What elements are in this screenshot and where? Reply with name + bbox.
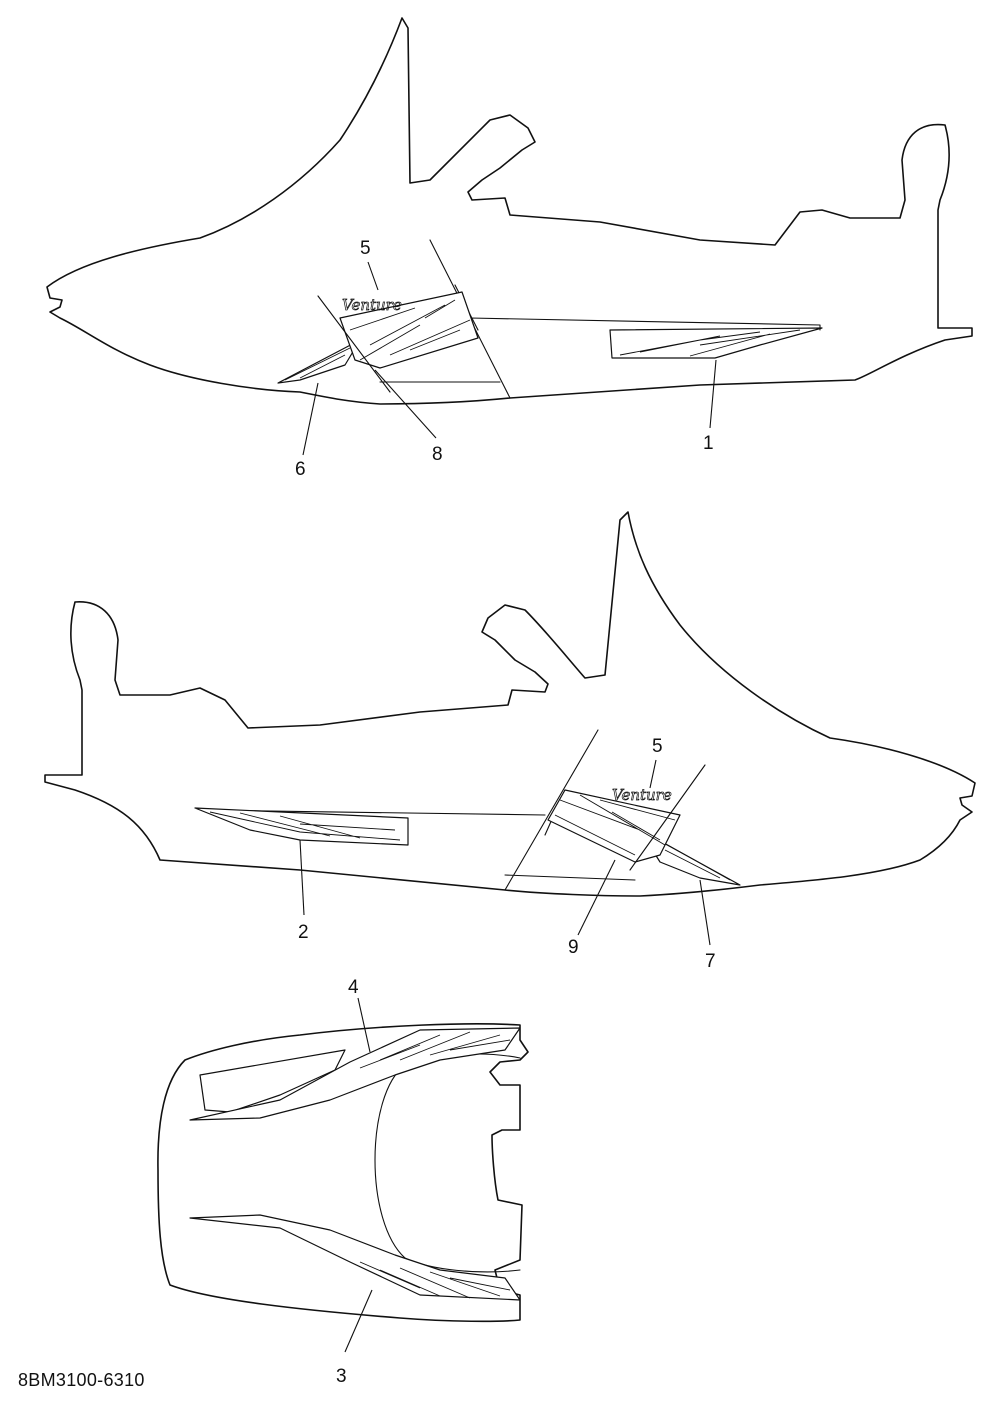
callout-1: 1 <box>703 433 714 454</box>
leader-9 <box>577 859 616 936</box>
leader-7 <box>699 879 711 946</box>
left-side-panel-line <box>379 239 821 399</box>
right-side-body-outline <box>44 511 976 897</box>
right-side-panel-line <box>199 729 636 891</box>
callout-7: 7 <box>705 951 716 972</box>
callout-2: 2 <box>298 922 309 943</box>
callout-8: 8 <box>432 444 443 465</box>
front-hood-outline <box>157 1023 529 1323</box>
leader-1 <box>709 359 717 429</box>
leader-6 <box>302 382 319 456</box>
leader-5-left <box>367 261 379 291</box>
decal-3-hood-lower <box>189 1214 521 1301</box>
left-side-view: Venture 5 6 8 1 <box>46 17 973 480</box>
decal-9-front-right <box>547 764 706 871</box>
venture-script-logo-left: Venture <box>342 296 402 314</box>
front-hood-view: 4 3 <box>157 977 529 1387</box>
callout-5-right: 5 <box>652 736 663 757</box>
decal-8-front-left <box>317 291 479 393</box>
callout-5-left: 5 <box>360 238 371 259</box>
leader-4 <box>357 997 371 1053</box>
callout-6: 6 <box>295 459 306 480</box>
leader-3 <box>344 1289 373 1353</box>
venture-script-logo-right: Venture <box>612 786 672 804</box>
callout-4: 4 <box>348 977 359 998</box>
leader-8 <box>374 369 437 439</box>
callout-3: 3 <box>336 1366 347 1387</box>
right-side-view: Venture 5 2 9 7 <box>44 511 976 972</box>
left-side-body-outline <box>46 17 973 405</box>
part-code-label: 8BM3100-6310 <box>18 1370 145 1390</box>
front-hood-inner-contour <box>374 1053 521 1273</box>
leader-5-right <box>649 759 657 789</box>
decal-2-rear-right <box>194 807 409 846</box>
callout-9: 9 <box>568 937 579 958</box>
decal-4-hood-upper <box>189 1027 521 1121</box>
decal-6-front-left <box>277 339 361 384</box>
leader-2 <box>299 839 305 916</box>
decal-1-rear-left <box>609 327 823 359</box>
